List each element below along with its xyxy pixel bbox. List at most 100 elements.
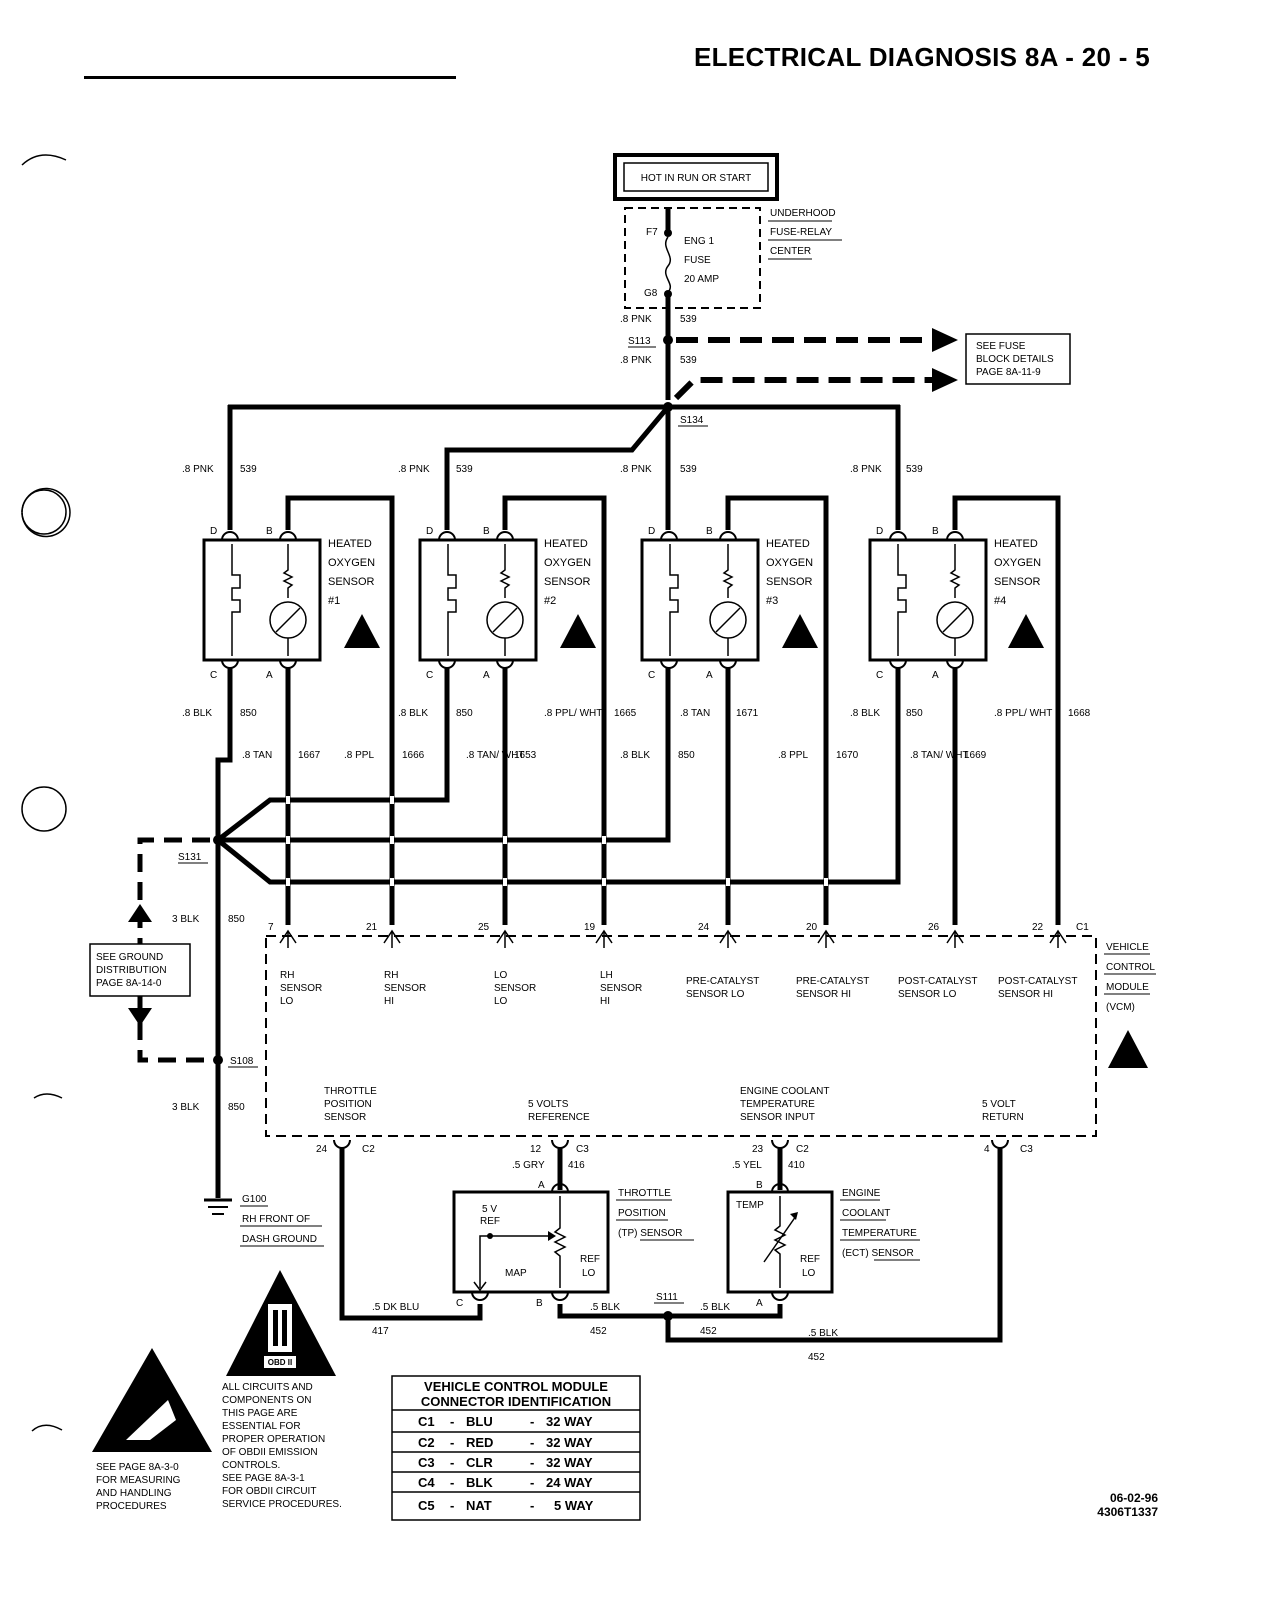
obd-badge: OBD II <box>268 1358 292 1367</box>
heated-oxygen-sensor-4: D B C A HEATED OXYGEN SENSOR #4 <box>868 495 1061 895</box>
s2-pin-b: B <box>483 526 490 537</box>
s1-feed-gauge: .8 PNK <box>182 464 214 475</box>
feed-top-gauge: .8 PNK <box>620 314 652 325</box>
esd-warning-icon <box>92 1348 212 1452</box>
vcm-pin20-l1: PRE-CATALYST <box>796 976 869 987</box>
vehicle-control-module: VEHICLE CONTROL MODULE (VCM) C1 <box>265 922 1156 1137</box>
row4-id: C4 <box>418 1475 435 1490</box>
s1-pin-a: A <box>266 670 273 681</box>
sensor-feed-labels: .8 PNK 539 .8 PNK 539 .8 PNK 539 .8 PNK … <box>182 464 923 475</box>
fuse-line-2: FUSE <box>684 255 711 266</box>
s4-pin-c: C <box>876 670 883 681</box>
s3-lo-gauge: .8 TAN <box>680 708 710 719</box>
s4-title-3: SENSOR <box>994 576 1041 588</box>
obd-text-4: ESSENTIAL FOR <box>222 1421 301 1432</box>
row4-color: BLK <box>466 1475 493 1490</box>
heater-element-icon <box>231 544 241 656</box>
s3-lo-circuit: 1671 <box>736 708 759 719</box>
splice-s113: S113 <box>628 336 651 347</box>
obd-text-6: OF OBDII EMISSION <box>222 1447 318 1458</box>
vcm-pin25-l3: LO <box>494 996 508 1007</box>
ect-temp: TEMP <box>736 1200 764 1211</box>
return-gauge: .5 BLK <box>808 1328 838 1339</box>
ground-point-2: RH FRONT OF <box>242 1214 310 1225</box>
feed-labels: .8 PNK 539 S113 .8 PNK 539 S134 SEE FUSE… <box>620 314 1071 427</box>
table-title-2: CONNECTOR IDENTIFICATION <box>421 1394 611 1409</box>
s4-feed-circuit: 539 <box>906 464 923 475</box>
s2-pin-a: A <box>483 670 490 681</box>
s2-feed-gauge: .8 PNK <box>398 464 430 475</box>
s4-pin-b: B <box>932 526 939 537</box>
tp-lo-circuit: 452 <box>590 1326 607 1337</box>
vcm-pin19-l2: SENSOR <box>600 983 642 994</box>
heated-oxygen-sensor-3: D B C A HEATED OXYGEN SENSOR #3 <box>640 495 829 895</box>
s1-pin-d: D <box>210 526 217 537</box>
esd-icon <box>344 614 380 648</box>
tp-reflo-2: LO <box>582 1268 596 1279</box>
s1-ground-circuit: 850 <box>240 708 257 719</box>
feed-mid-circuit: 539 <box>680 355 697 366</box>
row1-size: 32 WAY <box>546 1414 593 1429</box>
row5-size: 5 WAY <box>554 1498 594 1513</box>
s2-title-2: OXYGEN <box>544 557 591 569</box>
s4-title-4: #4 <box>994 595 1006 607</box>
vcm-b2-pin: 12 <box>530 1144 542 1155</box>
tp-title-3: (TP) SENSOR <box>618 1228 682 1239</box>
s4-hi-gauge: .8 PPL/ WHT <box>994 708 1052 719</box>
s3-title-2: OXYGEN <box>766 557 813 569</box>
ect-pin-b: B <box>756 1180 763 1191</box>
vcm-b4-l2: RETURN <box>982 1112 1024 1123</box>
splice-s131: S131 <box>178 852 202 863</box>
vcm-b3-l3: SENSOR INPUT <box>740 1112 815 1123</box>
vcm-b3-l2: TEMPERATURE <box>740 1099 815 1110</box>
fuse-relay-center: F7 G8 ENG 1 FUSE 20 AMP UNDERHOOD FUSE-R… <box>624 207 842 309</box>
fuse-line-3: 20 AMP <box>684 274 719 285</box>
fuse-terminal-in: F7 <box>646 227 658 238</box>
vcm-b2-conn: C3 <box>576 1144 589 1155</box>
s4-feed-gauge: .8 PNK <box>850 464 882 475</box>
splice-s111: S111 <box>656 1292 678 1303</box>
s2-pin-c: C <box>426 670 433 681</box>
main-feed <box>227 296 958 530</box>
vcm-b3-l1: ENGINE COOLANT <box>740 1086 829 1097</box>
esd-icon <box>782 614 818 648</box>
vcm-pin7-l3: LO <box>280 996 294 1007</box>
s4-pin-d: D <box>876 526 883 537</box>
tp-pin-c: C <box>456 1298 463 1309</box>
s1-title-4: #1 <box>328 595 340 607</box>
svg-text:-: - <box>530 1414 534 1429</box>
heated-oxygen-sensor-2: D B C A HEATED OXYGEN SENSOR #2 <box>418 495 607 895</box>
page-header: ELECTRICAL DIAGNOSIS 8A - 20 - 5 <box>0 36 1280 86</box>
obd-text-7: CONTROLS. <box>222 1460 280 1471</box>
connector-identification-table: VEHICLE CONTROL MODULE CONNECTOR IDENTIF… <box>391 1375 641 1521</box>
ground-point-1: G100 <box>242 1194 267 1205</box>
row4-size: 24 WAY <box>546 1475 593 1490</box>
tp-title-1: THROTTLE <box>618 1188 671 1199</box>
ground-upper-circuit: 850 <box>228 914 245 925</box>
esd-icon <box>1008 614 1044 648</box>
vcm-b2-l2: REFERENCE <box>528 1112 590 1123</box>
vcm-b4-pin: 4 <box>984 1144 990 1155</box>
return-circuit: 452 <box>808 1352 825 1363</box>
ground-lower-circuit: 850 <box>228 1102 245 1113</box>
s3-hi-gauge: .8 PPL <box>778 750 808 761</box>
see-ground-3: PAGE 8A-14-0 <box>96 978 162 989</box>
fuse-terminal-out: G8 <box>644 288 658 299</box>
vcm-pin7-l1: RH <box>280 970 294 981</box>
see-fuse-block-box <box>965 333 1071 385</box>
feed-mid-gauge: .8 PNK <box>620 355 652 366</box>
vcm-pin25-l2: SENSOR <box>494 983 536 994</box>
heater-element-icon <box>669 544 679 656</box>
s1-lo-gauge: .8 TAN <box>242 750 272 761</box>
s4-ground-gauge: .8 BLK <box>850 708 880 719</box>
s1-pin-c: C <box>210 670 217 681</box>
vcm-pin19-l1: LH <box>600 970 613 981</box>
splice-s108: S108 <box>230 1056 254 1067</box>
vcm-pin26-l1: POST-CATALYST <box>898 976 977 987</box>
vcm-b3-conn: C2 <box>796 1144 809 1155</box>
vcm-top-pins <box>279 929 1067 948</box>
esd-text-1: SEE PAGE 8A-3-0 <box>96 1462 179 1473</box>
s2-lo-circuit: 1653 <box>514 750 537 761</box>
vcm-pin19-l3: HI <box>600 996 610 1007</box>
s1-hi-gauge: .8 PPL <box>344 750 374 761</box>
